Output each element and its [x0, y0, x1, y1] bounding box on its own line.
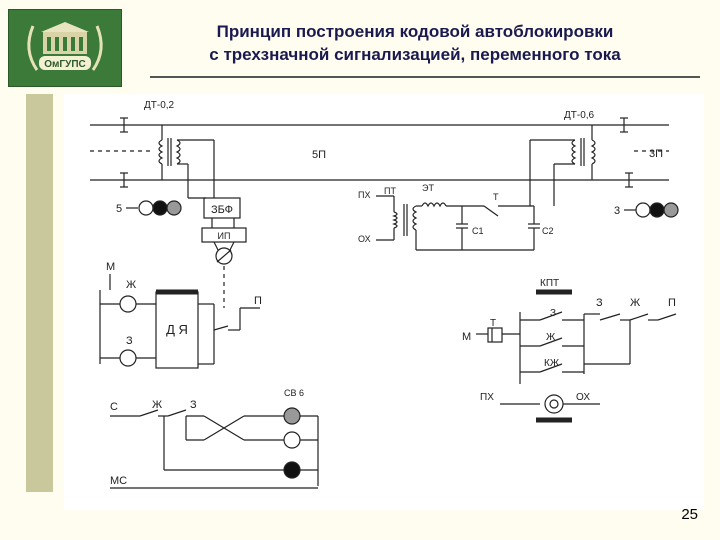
- label-px-top: ПХ: [358, 190, 370, 200]
- transformer-dt-right: ДТ-0,6: [529, 110, 596, 206]
- label-c-bottom: С: [110, 401, 118, 413]
- label-dt-left: ДТ-0,2: [144, 100, 175, 111]
- rail-lines: [90, 117, 669, 188]
- label-zh-left: Ж: [126, 279, 136, 291]
- label-pt: ПТ: [384, 186, 396, 196]
- title-line-2: с трехзначной сигнализацией, переменного…: [209, 45, 621, 64]
- label-mc: МС: [110, 475, 127, 487]
- label-zh-kpt: Ж: [546, 332, 556, 343]
- kpt-circuit: КПТ М Т З Ж КЖ З Ж П ПХ ОХ: [462, 278, 677, 423]
- label-c2: С2: [542, 226, 554, 236]
- label-t-right: Т: [490, 318, 496, 329]
- circuit-diagram: 5П 3П ДТ-0,2 5 ЗБФ ИП: [64, 94, 704, 510]
- logo-emblem-icon: ОмГУПС: [27, 22, 103, 71]
- label-dt-right: ДТ-0,6: [564, 110, 595, 121]
- signal-control-circuit: С Ж З СВ 6 МС: [110, 388, 319, 489]
- circuit-svg: 5П 3П ДТ-0,2 5 ЗБФ ИП: [64, 94, 704, 510]
- label-zh-right: Ж: [630, 297, 640, 309]
- label-ox-top: ОХ: [358, 234, 371, 244]
- label-dya: Д Я: [166, 322, 188, 337]
- label-zbf: ЗБФ: [211, 204, 233, 216]
- dya-circuit: М Ж З Д Я П: [99, 261, 262, 369]
- label-sv6: СВ 6: [284, 388, 304, 398]
- university-logo: ОмГУПС: [8, 9, 122, 87]
- label-z-left: З: [126, 335, 133, 347]
- signal-5-lamps: 5: [116, 200, 182, 216]
- transformer-dt-left: ДТ-0,2: [144, 100, 215, 199]
- label-track-3p: 3П: [649, 148, 663, 160]
- label-track-5p: 5П: [312, 149, 326, 161]
- label-m-right: М: [462, 331, 471, 343]
- label-signal-3: 3: [614, 205, 620, 217]
- label-signal-5: 5: [116, 203, 122, 215]
- label-et: ЭТ: [422, 183, 434, 193]
- title-divider: [150, 76, 700, 78]
- logo-text: ОмГУПС: [44, 59, 85, 70]
- page-number: 25: [681, 506, 698, 523]
- label-c1: С1: [472, 226, 484, 236]
- title-line-1: Принцип построения кодовой автоблокировк…: [216, 22, 614, 41]
- label-z-kpt: З: [550, 308, 556, 319]
- label-p-left: П: [254, 295, 262, 307]
- side-decor-bar: [26, 94, 53, 492]
- label-z-bottom: З: [190, 399, 197, 411]
- label-p-right: П: [668, 297, 676, 309]
- label-kpt: КПТ: [540, 278, 559, 289]
- label-z-right: З: [596, 297, 603, 309]
- label-ox-bottom: ОХ: [576, 392, 590, 403]
- label-zh-bottom: Ж: [152, 399, 162, 411]
- label-t-top: Т: [493, 192, 499, 202]
- label-m-left: М: [106, 261, 115, 273]
- decoder-circuit: ПХ ПТ ЭТ Т ОХ С1 С2: [358, 183, 554, 251]
- label-kzh-kpt: КЖ: [544, 358, 560, 369]
- label-ip: ИП: [218, 231, 231, 241]
- slide-title: Принцип построения кодовой автоблокировк…: [130, 20, 700, 66]
- label-px-bottom: ПХ: [480, 392, 494, 403]
- block-zbf: ЗБФ ИП: [201, 197, 247, 308]
- signal-3-lamps: 3: [614, 202, 679, 218]
